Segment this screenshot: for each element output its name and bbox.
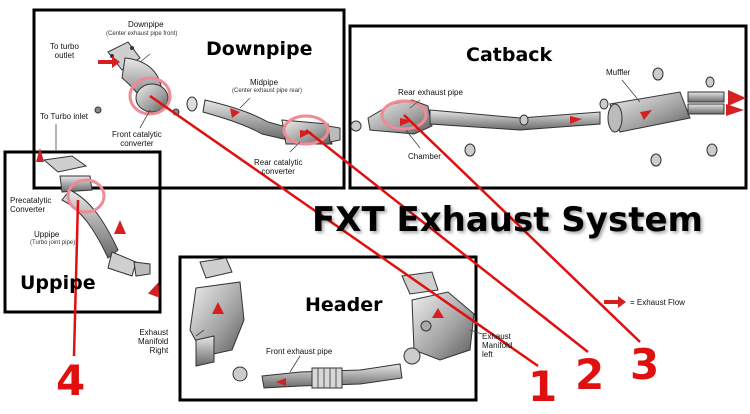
label-manifold-right: Exhaust Manifold Right [138,328,169,355]
label-chamber: Chamber [408,152,441,161]
header-parts [189,257,475,389]
label-precat: Precatalytic Converter [10,196,52,214]
catback-title: Catback [466,44,553,66]
label-to-turbo-outlet: To turbo outlet [50,42,79,60]
marker-1: 1 [528,362,558,411]
label-midpipe-sub: (Center exhaust pipe rear) [232,88,303,94]
label-muffler: Muffler [606,68,631,77]
label-to-turbo-inlet: To Turbo inlet [40,112,89,121]
label-rear-cat: Rear catalytic converter [254,158,303,176]
label-uppipe-sub: (Turbo joint pipe) [30,240,76,246]
leader-lines [55,53,641,373]
flow-arrows [36,56,746,386]
label-downpipe: Downpipe [128,20,164,29]
label-front-cat: Front catalytic converter [112,130,162,148]
catback-box [348,24,748,190]
main-title: FXT Exhaust System [312,200,703,240]
label-uppipe: Uppipe [34,230,60,239]
header-title: Header [305,294,383,316]
uppipe-title: Uppipe [20,272,96,294]
highlight-circles [66,76,428,214]
label-rear-exhaust-pipe: Rear exhaust pipe [398,88,463,97]
annotation-lines [72,94,641,368]
marker-2: 2 [575,350,605,399]
label-midpipe: Midpipe [250,78,279,87]
label-downpipe-sub: (Center exhaust pipe front) [106,31,178,37]
legend-text: = Exhaust Flow [630,298,685,307]
label-manifold-left: Exhaust Manifold left [482,332,513,359]
marker-4: 4 [56,356,86,405]
uppipe-parts [42,155,151,277]
downpipe-box [32,8,346,190]
downpipe-title: Downpipe [206,38,313,60]
header-box [178,255,478,402]
label-front-exhaust-pipe: Front exhaust pipe [266,347,333,356]
uppipe-box [3,150,162,314]
marker-3: 3 [630,340,660,389]
